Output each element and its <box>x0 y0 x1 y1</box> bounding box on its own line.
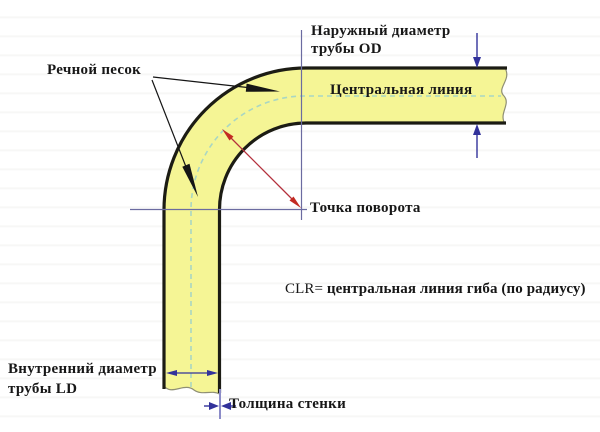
central-line-label: Центральная линия <box>330 82 473 98</box>
pipe-inner-wall <box>217 121 506 393</box>
clr-definition-text: центральная линия гиба (по радиусу) <box>323 281 586 297</box>
ld-diameter-arrow <box>166 370 218 376</box>
clr-definition-label: CLR= центральная линия гиба (по радиусу) <box>285 280 586 298</box>
turning-point-label: Точка поворота <box>310 200 421 216</box>
od-arrow-top <box>473 33 481 68</box>
pipe-outer-wall <box>162 66 507 389</box>
clr-prefix: CLR= <box>285 281 324 297</box>
wall-thickness-arrows <box>204 402 236 410</box>
clr-radius-arrow <box>225 132 298 205</box>
pipe-break-right <box>501 67 508 124</box>
od-arrow-bottom <box>473 124 481 158</box>
clr-radius-arrowheads <box>222 129 301 208</box>
outer-diameter-label: Наружный диаметр трубы OD <box>311 23 451 58</box>
river-sand-label: Речной песок <box>47 62 142 78</box>
river-sand-callout-arrows <box>151 76 280 197</box>
pipe-break-bottom <box>163 385 220 395</box>
pipe-centerline-dashed <box>190 95 501 387</box>
wall-thickness-label: Толщина стенки <box>229 396 347 412</box>
inner-diameter-label: Внутренний диаметр трубы LD <box>8 361 157 398</box>
pipe-body <box>164 68 507 394</box>
